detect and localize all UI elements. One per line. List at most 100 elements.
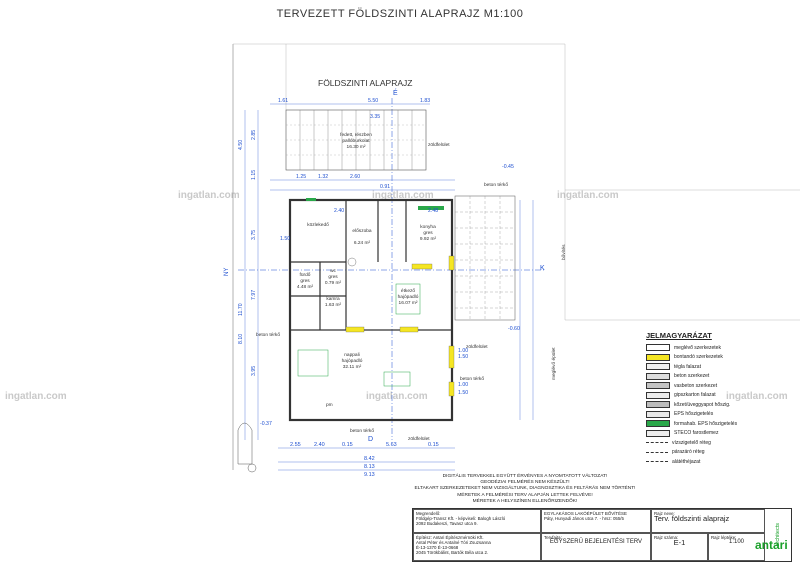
legend-item: bontandó szerkezetek [646,353,786,363]
north-label: É [393,88,398,97]
room-living-area: 32.11 m² [343,364,362,370]
label-green-north: zöldfelület [428,142,450,148]
room-dining-label: étkező [401,288,415,294]
room-dining-area: 16.07 m² [399,300,418,306]
logo-text: antari [755,538,788,552]
legend-label: párazáró réteg [672,449,705,456]
dim-left: 4.50 [238,140,244,150]
room-gres-area: 6.24 m² [354,240,371,246]
legend-label: meglévő szerkezetek [674,344,721,351]
client-label: Megrendelő: [416,511,441,516]
legend-swatch [646,391,670,399]
label-paving-east: beton térkő [460,376,484,382]
dim-right: 1.50 [458,390,468,396]
legend-swatch [646,353,670,361]
note: MÉRETEK A HELYSZÍNEN ELLENŐRIZENDŐK! [472,498,578,504]
dim-left: 3.75 [251,230,257,240]
dim-bottom: 2.55 [290,442,301,448]
room-bath-label: fürdő [300,272,311,278]
dim-bottom: 5.63 [386,442,397,448]
room-bath-sub: gres [300,278,310,284]
drawing-number-label: Rajz száma: [654,535,679,540]
legend-label: STECO farostlemez [674,430,719,437]
watermark: ingatlan.com [726,391,788,402]
dim-right: 1.00 [458,382,468,388]
dim-top: 2.60 [350,174,360,180]
legend-swatch [646,420,670,428]
dim-bottom: 2.40 [314,442,325,448]
drawing-number: E-1 [673,538,686,547]
legend-label: vízszigetelő réteg [672,439,711,446]
legend-line-swatch [646,461,668,463]
legend-item: vasbeton szerkezet [646,381,786,391]
dim-left: 2.85 [251,130,257,140]
label-existing-building: meglévő épület [551,347,557,380]
room-kitchen-area: 9.92 m² [420,236,437,242]
label-extension: bővítés [561,244,567,260]
legend-item: tégla falazat [646,362,786,372]
legend-swatch [646,382,670,390]
designer-cell: Építész: Antari Építészmérnöki Kft. Anta… [413,533,541,561]
drawing-number-cell: Rajz száma: E-1 [651,533,708,561]
legend-swatch [646,410,670,418]
dim-right: -0.45 [502,164,514,170]
dim-bottom: 8.42 [364,456,375,462]
watermark: ingatlan.com [557,190,619,201]
title-block: Megrendelő: Földgép-Transz Kft. - képvis… [412,508,792,562]
legend-label: tégla falazat [674,363,701,370]
legend-swatch [646,401,670,409]
dim-right: 1.50 [458,354,468,360]
dim-left: 11.70 [238,303,244,316]
dim-top: 2.40 [334,208,344,214]
legend-item: beton szerkezet [646,372,786,382]
dim-top: 1.32 [318,174,328,180]
legend-item: meglévő szerkezetek [646,343,786,353]
legend-label: formahab. EPS hőszigetelés [674,420,738,427]
legend-item: párazáró réteg [646,448,786,458]
note: ELTAKART SZERKEZETEKET NEM VIZSGÁLTUNK, … [414,486,636,492]
dim-top: 1.83 [420,98,430,104]
page-title: TERVEZETT FÖLDSZINTI ALAPRAJZ M1:100 [276,8,524,20]
dim-top: 2.48 [428,208,438,214]
legend-label: vasbeton szerkezet [674,382,718,389]
dim-right: -0.37 [260,421,272,427]
room-kitchen-sub: gres [423,230,433,236]
dim-right: 1.00 [458,348,468,354]
legend-item: vízszigetelő réteg [646,438,786,448]
watermark: ingatlan.com [366,391,428,402]
label-pm: pm [326,403,333,408]
plan-type: EGYSZERŰ BEJELENTÉSI TERV [549,539,643,545]
legend-item: alátéthéjazat [646,457,786,467]
scale: 1:100 [728,539,744,545]
legend-label: alátéthéjazat [672,458,701,465]
east-label: K [540,265,545,272]
dim-top: 3.35 [370,114,380,120]
legend-item: formahab. EPS hőszigetelés [646,419,786,429]
note: MÉRETEK A FELMÉRÉSI TERV ALAPJÁN LETTEK … [457,492,593,498]
west-label: NY [224,268,230,276]
dim-left: 8.10 [238,334,244,344]
room-terrace-area: 16.30 m² [347,144,366,150]
client-address: 2092 Budakeszi, Tavasz utca 9. [416,521,478,526]
room-wc-area: 0.79 m² [325,280,342,286]
legend-label: beton szerkezet [674,373,710,380]
legend-item: STECO farostlemez [646,429,786,439]
project-cell: EGYLAKÁSOS LAKÓÉPÜLET BŐVÍTÉSE Páty, Hun… [541,509,651,533]
drawing-name-label: Rajz neve: [654,511,675,516]
legend-label: EPS hőszigetelés [674,411,714,418]
plan-type-label: Tervfajta: [544,535,562,540]
room-wc-sub: gres [328,274,338,280]
legend-item: gipszkarton falazat [646,391,786,401]
legend-swatch [646,344,670,352]
label-green-south: zöldfelület [408,436,430,442]
dim-left: 7.97 [251,290,257,300]
legend-item: kőzet/üveggyapot hőszig. [646,400,786,410]
room-hall-label: előszoba [352,228,372,234]
dim-top: 5.50 [368,98,378,104]
room-bath-area: 4.48 m² [297,284,314,290]
dim-left: 1.50 [280,236,290,242]
dim-bottom: 8.13 [364,464,375,470]
notes: DIGITÁLIS TERVEKKEL EGYÜTT ÉRVÉNYES A NY… [395,474,655,505]
dim-top: 0.91 [380,184,390,190]
room-terrace-sub: pallóburkolat [342,138,370,144]
